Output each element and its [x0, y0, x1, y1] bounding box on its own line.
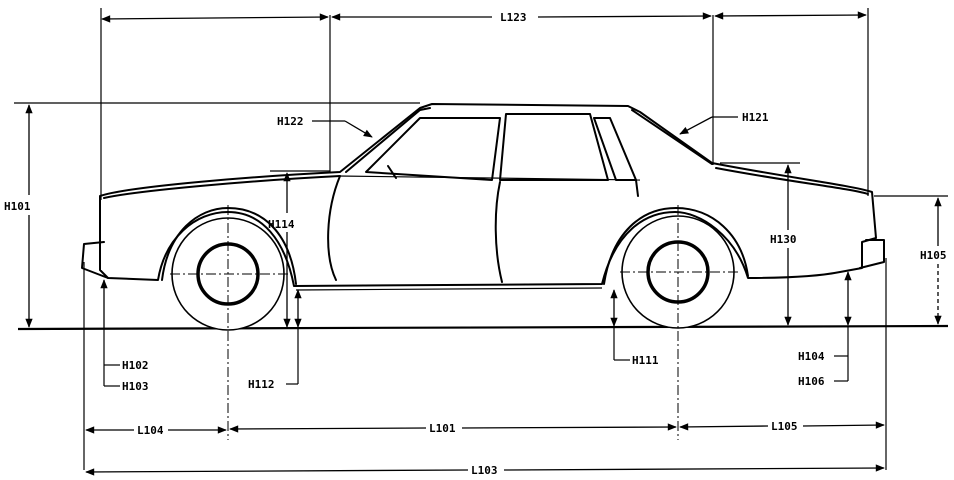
- label-L105: L105: [771, 420, 798, 433]
- label-H114: H114: [268, 218, 295, 231]
- dim-H111: H111: [610, 289, 659, 367]
- extension-lines: [14, 8, 948, 470]
- dim-H101: H101: [4, 104, 33, 328]
- label-H122: H122: [277, 115, 304, 128]
- dim-L104: L104: [85, 424, 227, 437]
- dim-L103: L103: [85, 464, 885, 477]
- dim-H130: H130: [770, 164, 797, 326]
- dim-L105: L105: [679, 420, 885, 433]
- dim-H122: H122: [277, 115, 373, 138]
- label-H106: H106: [798, 375, 825, 388]
- label-H104: H104: [798, 350, 825, 363]
- label-L104: L104: [137, 424, 164, 437]
- dim-H114: H114: [268, 172, 295, 328]
- dim-H102-H103: H102 H103: [100, 279, 149, 393]
- car-outline: [81, 103, 885, 291]
- label-L101: L101: [429, 422, 456, 435]
- dim-H121: H121: [679, 111, 769, 135]
- label-L103: L103: [471, 464, 498, 477]
- label-H102: H102: [122, 359, 149, 372]
- label-H112: H112: [248, 378, 275, 391]
- label-H121: H121: [742, 111, 769, 124]
- label-H103: H103: [122, 380, 149, 393]
- dim-L101: L101: [229, 422, 677, 435]
- ground-line: [17, 324, 949, 331]
- dim-H105: H105: [920, 197, 947, 325]
- dim-H104-H106: H104 H106: [798, 271, 852, 388]
- dim-H112: H112: [248, 289, 302, 391]
- dim-L123: L123: [101, 11, 867, 24]
- label-H101: H101: [4, 200, 31, 213]
- label-H130: H130: [770, 233, 797, 246]
- label-H111: H111: [632, 354, 659, 367]
- label-L123: L123: [500, 11, 527, 24]
- label-H105: H105: [920, 249, 947, 262]
- wheel-centerlines: [170, 205, 738, 440]
